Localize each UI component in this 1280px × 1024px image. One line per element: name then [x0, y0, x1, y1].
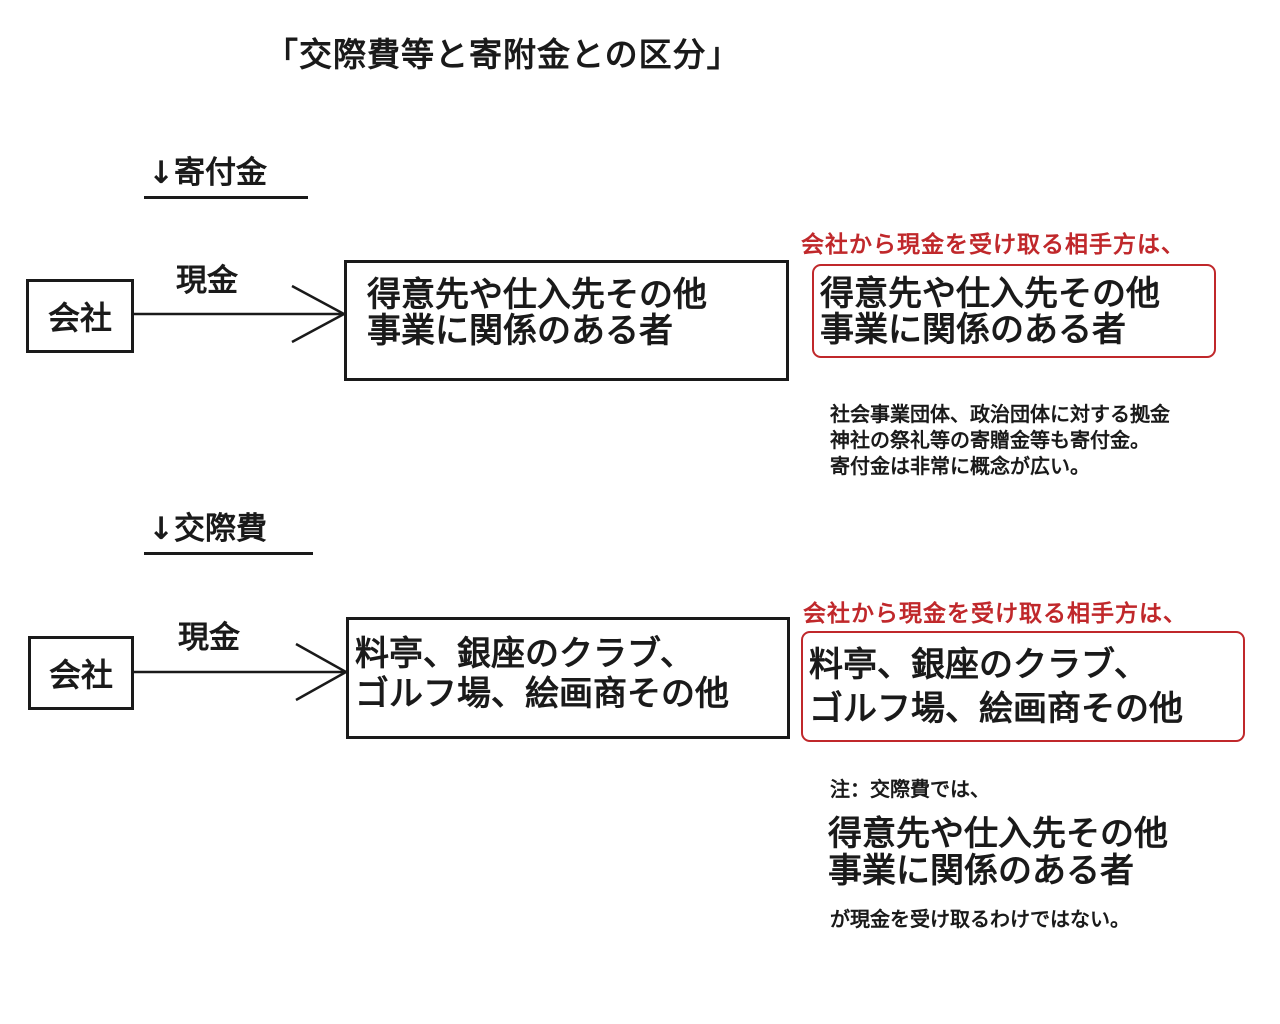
red-label-entertainment: 会社から現金を受け取る相手方は、: [803, 601, 1187, 627]
recipient-box-donation: 得意先や仕入先その他 事業に関係のある者: [344, 260, 789, 381]
red-box-line: 事業に関係のある者: [820, 310, 1126, 350]
cash-label-donation: 現金: [176, 263, 238, 299]
recipient-line: ゴルフ場、絵画商その他: [355, 674, 729, 714]
cash-label-entertainment: 現金: [178, 620, 240, 656]
note-donation: 社会事業団体、政治団体に対する拠金 神社の祭礼等の寄贈金等も寄付金。 寄付金は非…: [830, 401, 1170, 479]
section-heading-entertainment: ↓交際費: [144, 503, 313, 555]
red-box-line: 得意先や仕入先その他: [820, 274, 1160, 314]
note-big-line: 得意先や仕入先その他: [828, 814, 1168, 854]
company-label: 会社: [47, 299, 112, 337]
note-outro-entertainment: が現金を受け取るわけではない。: [830, 907, 1130, 931]
company-box-donation: 会社: [26, 279, 134, 353]
arrow-donation: [133, 284, 347, 344]
company-box-entertainment: 会社: [28, 636, 134, 710]
red-box-donation: 得意先や仕入先その他 事業に関係のある者: [812, 264, 1216, 358]
recipient-line: 事業に関係のある者: [367, 311, 673, 351]
company-label: 会社: [48, 656, 113, 694]
note-intro-entertainment: 注：交際費では、: [830, 777, 990, 801]
recipient-line: 得意先や仕入先その他: [367, 275, 707, 315]
note-line: 寄付金は非常に概念が広い。: [830, 454, 1090, 478]
note-line: 社会事業団体、政治団体に対する拠金: [830, 402, 1170, 426]
note-big-entertainment: 得意先や仕入先その他 事業に関係のある者: [828, 816, 1168, 890]
note-line: 神社の祭礼等の寄贈金等も寄付金。: [830, 428, 1150, 452]
note-big-line: 事業に関係のある者: [828, 851, 1134, 891]
recipient-box-entertainment: 料亭、銀座のクラブ、 ゴルフ場、絵画商その他: [346, 617, 790, 739]
red-box-entertainment: 料亭、銀座のクラブ、 ゴルフ場、絵画商その他: [801, 631, 1245, 742]
diagram-title: 「交際費等と寄附金との区分」: [265, 35, 741, 74]
red-label-donation: 会社から現金を受け取る相手方は、: [801, 232, 1185, 258]
red-box-line: 料亭、銀座のクラブ、: [809, 645, 1148, 685]
recipient-line: 料亭、銀座のクラブ、: [355, 634, 694, 674]
red-box-line: ゴルフ場、絵画商その他: [809, 689, 1183, 729]
section-heading-donation: ↓寄付金: [144, 147, 308, 199]
